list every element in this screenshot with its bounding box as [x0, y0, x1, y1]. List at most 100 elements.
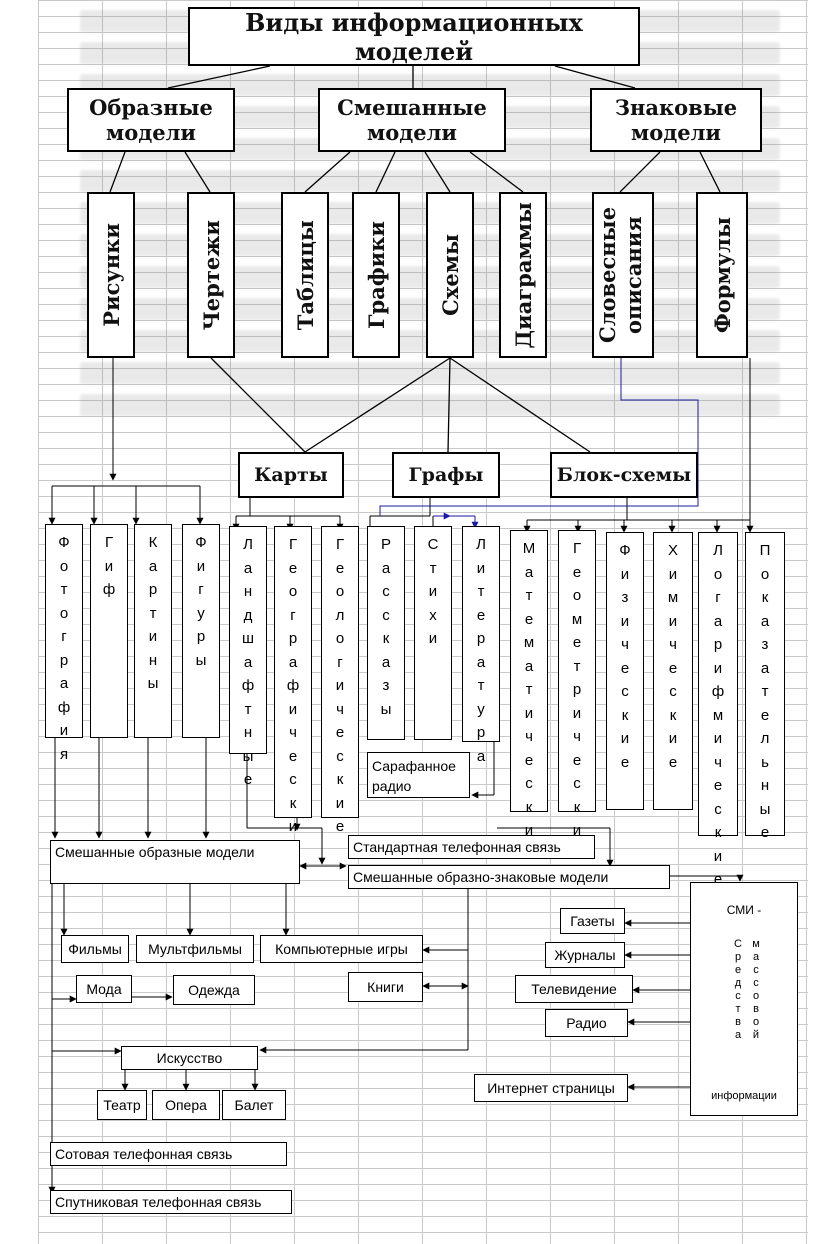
- leaf-letter: к: [669, 706, 677, 724]
- leaf-geographic: Географические: [274, 526, 312, 859]
- leaf-letter: ф: [102, 581, 116, 598]
- leaf-letter: и: [288, 700, 298, 718]
- box-fashion: Мода: [76, 975, 132, 1003]
- leaf-letter: е: [668, 753, 678, 771]
- leaf-letter: ч: [525, 728, 533, 745]
- leaf-letter: с: [382, 606, 390, 624]
- mass-media-footer: информации: [711, 1090, 777, 1102]
- leaf-letter: р: [148, 581, 158, 598]
- leaf-letter: с: [289, 771, 297, 788]
- leaf-letter: и: [104, 557, 114, 575]
- leaf-letter: и: [620, 565, 630, 583]
- leaf-letter: а: [148, 557, 158, 575]
- leaf-letter: ч: [621, 636, 629, 653]
- box-films: Фильмы: [61, 935, 129, 963]
- mass-media-letter: м: [752, 938, 760, 950]
- leaf-letter: и: [524, 822, 534, 839]
- leaf-letter: с: [669, 683, 677, 700]
- leaf-letter: и: [59, 722, 69, 739]
- leaf-letter: е: [335, 818, 345, 835]
- scheme-graphs: Графы: [392, 452, 500, 498]
- leaf-letter: з: [761, 636, 769, 653]
- leaf-letter: н: [243, 583, 253, 600]
- mass-media-letter: с: [753, 964, 759, 976]
- leaf-letter: н: [760, 777, 770, 794]
- leaf-letter: р: [476, 724, 486, 741]
- leaf-letter: ч: [714, 753, 722, 771]
- subtype-graphs: Графики: [352, 192, 400, 358]
- leaf-letter: П: [759, 542, 771, 559]
- leaf-letter: Л: [713, 542, 723, 559]
- mass-media-letter: р: [734, 951, 742, 963]
- leaf-letter: Г: [572, 540, 582, 557]
- leaf-letter: е: [335, 559, 345, 577]
- leaf-letter: а: [760, 659, 770, 677]
- leaf-letter: у: [197, 604, 205, 622]
- leaf-letter: Г: [288, 536, 298, 553]
- mass-media-letter: е: [734, 964, 742, 976]
- category-sign-models: Знаковые модели: [590, 88, 762, 152]
- leaf-letter: м: [523, 634, 535, 651]
- leaf-letter: е: [620, 659, 630, 677]
- leaf-letter: т: [477, 677, 485, 694]
- mass-media-letter: в: [753, 1003, 759, 1015]
- box-television: Телевидение: [515, 975, 633, 1003]
- leaf-letter: к: [525, 798, 533, 816]
- box-mixed-image-models: Смешанные образные модели: [50, 840, 300, 884]
- leaf-letter: р: [476, 630, 486, 647]
- leaf-letter: и: [668, 730, 678, 747]
- leaf-letter: я: [59, 745, 69, 763]
- box-newspapers: Газеты: [560, 908, 625, 934]
- leaf-letter: о: [760, 565, 770, 583]
- leaf-letter: о: [59, 557, 69, 575]
- mass-media-letter: й: [752, 1029, 760, 1041]
- leaf-letter: г: [290, 606, 296, 624]
- scheme-flowcharts: Блок-схемы: [550, 452, 698, 498]
- leaf-letter: р: [713, 636, 723, 653]
- leaf-letter: о: [713, 565, 723, 583]
- leaf-letter: а: [524, 563, 534, 581]
- category-image-models: Образные модели: [67, 88, 235, 152]
- leaf-letter: а: [381, 653, 391, 671]
- mass-media-letter: а: [752, 951, 760, 963]
- leaf-letter: ы: [195, 651, 207, 669]
- leaf-letter: р: [572, 681, 582, 698]
- leaf-letter: н: [243, 724, 253, 741]
- mass-media-title: СМИ -: [726, 903, 762, 917]
- leaf-letter: Ф: [195, 534, 207, 551]
- leaf-letter: и: [476, 559, 486, 577]
- leaf-letter: и: [668, 612, 678, 630]
- leaf-letter: к: [761, 589, 769, 606]
- box-standard-phone: Стандартная телефонная связь: [348, 835, 595, 859]
- leaf-letter: Л: [476, 536, 486, 553]
- leaf-letter: К: [148, 534, 158, 551]
- leaf-letter: ы: [242, 747, 254, 765]
- leaf-letter: о: [335, 583, 345, 600]
- leaf-letter: с: [382, 583, 390, 600]
- leaf-letter: ф: [241, 677, 255, 694]
- leaf-letter: а: [476, 653, 486, 671]
- mass-media-letter: а: [734, 1029, 742, 1041]
- mass-media-letter: в: [735, 1016, 741, 1028]
- leaf-letter: и: [335, 794, 345, 812]
- leaf-letter: ч: [669, 636, 677, 653]
- leaf-letter: а: [713, 612, 723, 630]
- leaf-letter: г: [715, 589, 721, 606]
- leaf-letter: и: [713, 659, 723, 677]
- box-computer-games: Компьютерные игры: [260, 935, 423, 963]
- leaf-letter: е: [572, 751, 582, 769]
- box-cartoons: Мультфильмы: [136, 935, 254, 963]
- leaf-letter: ф: [57, 698, 71, 716]
- leaf-letter: и: [428, 583, 438, 600]
- subtype-schemes: Схемы: [426, 192, 474, 358]
- leaf-letter: у: [477, 700, 485, 718]
